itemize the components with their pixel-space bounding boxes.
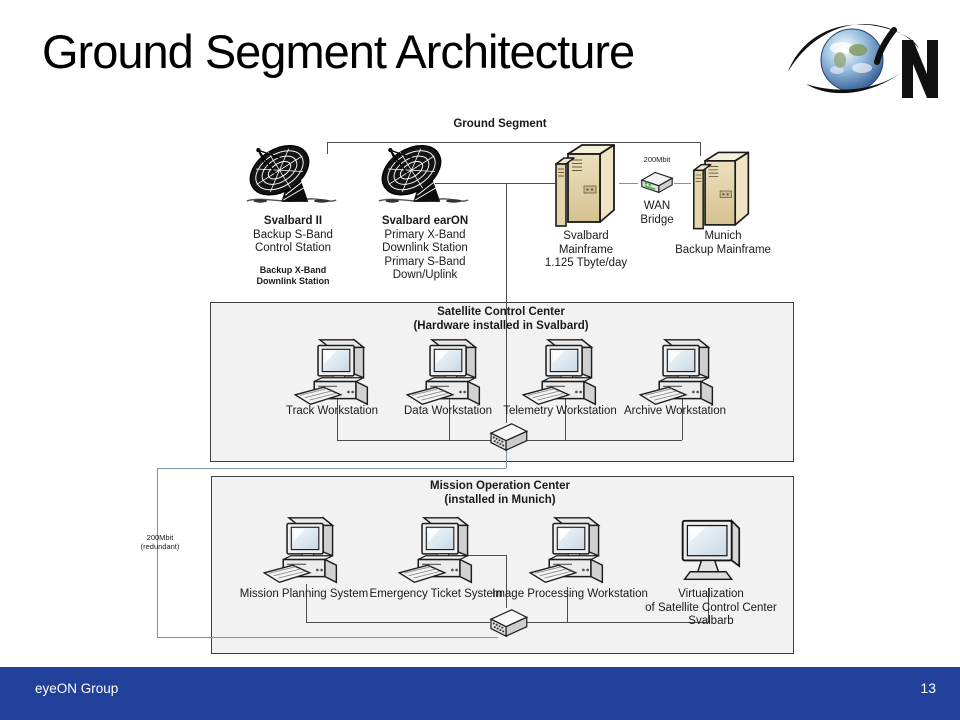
- redundant-bottom-horizontal: [157, 637, 498, 638]
- dish-svalbard-ii: [243, 144, 337, 206]
- moc-drop-virtualization: [708, 588, 709, 623]
- wan-bridge-label: WAN Bridge: [640, 200, 674, 226]
- moc-switch-icon: [490, 609, 528, 637]
- system-image-processing-icon: [529, 517, 604, 584]
- svalbard-mainframe-label: Svalbard Mainframe 1.125 Tbyte/day: [544, 230, 628, 269]
- system-mission-planning-label: Mission Planning System: [239, 588, 369, 600]
- redundant-drop-from-switch: [506, 450, 507, 468]
- moc-bus-left: [306, 622, 490, 623]
- workstation-telemetry-label: Telemetry Workstation: [503, 405, 617, 417]
- munich-mainframe-icon: [692, 151, 750, 230]
- workstation-data-icon: [406, 339, 481, 406]
- link-dish2-mainframe: [435, 183, 555, 184]
- virtualization-label: Virtualization of Satellite Control Cent…: [645, 588, 777, 627]
- scc-title: Satellite Control Center (Hardware insta…: [413, 306, 589, 332]
- link-mainframe-bridge: [619, 183, 638, 184]
- system-emergency-ticket-icon: [398, 517, 473, 584]
- system-image-processing-label: Image Processing Workstation: [492, 588, 648, 600]
- link-top-drop-munich: [700, 142, 701, 156]
- moc-drop-planning: [306, 584, 307, 623]
- dish1-label: Svalbard II Backup S-Band Control Statio…: [253, 215, 333, 286]
- scc-drop-telemetry: [565, 398, 566, 440]
- ground-segment-label: Ground Segment: [453, 118, 547, 130]
- moc-ets-vertical: [506, 555, 507, 608]
- link-bridge-munich: [674, 183, 691, 184]
- wan-bridge-icon: [641, 171, 673, 194]
- dish2-label: Svalbard earON Primary X-Band Downlink S…: [381, 215, 469, 281]
- virtualization-monitor-icon: [681, 519, 741, 581]
- scc-drop-archive: [682, 398, 683, 440]
- redundant-link-label: 200Mbit (redundant): [140, 533, 180, 551]
- workstation-track-icon: [294, 339, 369, 406]
- eyeon-logo: [782, 10, 942, 100]
- link-down-to-scc: [506, 183, 507, 423]
- svalbard-mainframe-icon: [555, 144, 615, 227]
- page-number: 13: [920, 680, 936, 696]
- eye-globe-icon: [788, 23, 938, 98]
- wan-speed-label: 200Mbit: [643, 155, 671, 164]
- page-title: Ground Segment Architecture: [42, 25, 635, 78]
- dish-svalbard-earon: [375, 144, 469, 206]
- link-top-drop-dish1: [327, 142, 328, 154]
- link-top-bus: [327, 142, 701, 143]
- workstation-archive-icon: [639, 339, 714, 406]
- footer-bar: eyeON Group 13: [0, 667, 960, 720]
- system-mission-planning-icon: [263, 517, 338, 584]
- workstation-telemetry-icon: [522, 339, 597, 406]
- scc-drop-track: [337, 398, 338, 440]
- moc-title: Mission Operation Center (installed in M…: [430, 480, 570, 506]
- munich-mainframe-label: Munich Backup Mainframe: [675, 230, 771, 256]
- workstation-data-label: Data Workstation: [404, 405, 492, 417]
- scc-drop-data: [449, 398, 450, 440]
- system-emergency-ticket-label: Emergency Ticket System: [369, 588, 503, 600]
- logo-letter-n: [902, 40, 938, 98]
- workstation-archive-label: Archive Workstation: [623, 405, 727, 417]
- moc-ets-horizontal: [462, 555, 506, 556]
- footer-company: eyeON Group: [35, 681, 119, 696]
- moc-bus-right: [520, 622, 709, 623]
- scc-switch-icon: [490, 423, 528, 451]
- workstation-track-label: Track Workstation: [285, 405, 379, 417]
- moc-drop-imageproc: [567, 587, 568, 623]
- redundant-top-horizontal: [157, 468, 506, 469]
- redundant-vertical: [157, 468, 158, 638]
